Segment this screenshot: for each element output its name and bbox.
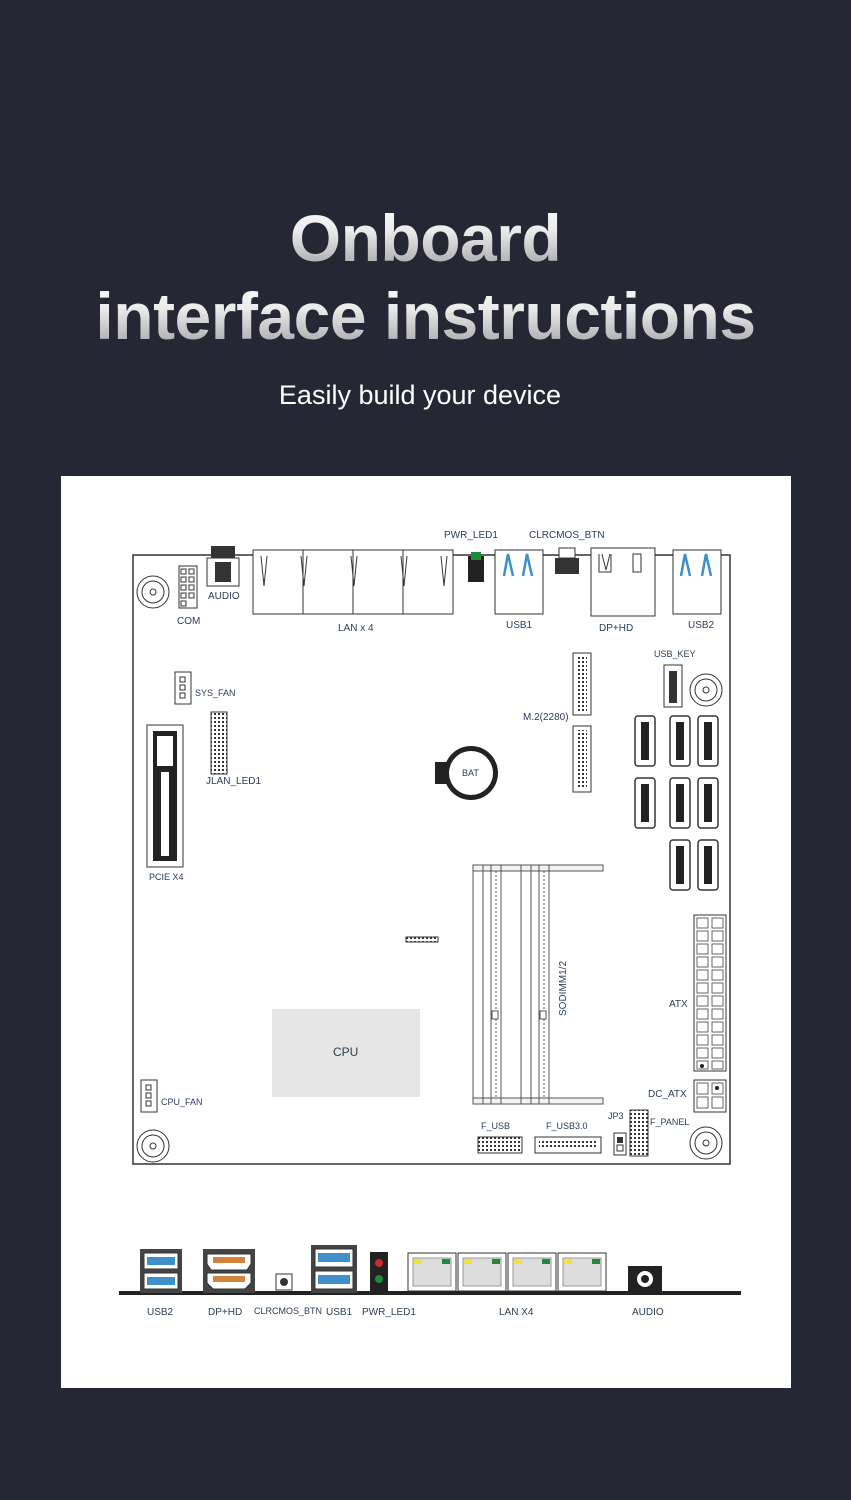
sodimm-slots (472, 864, 604, 1105)
small-connector (405, 936, 439, 943)
label-clrcmos-top: CLRCMOS_BTN (529, 530, 605, 541)
dc-atx-connector (693, 1079, 727, 1113)
pwr-led-top (468, 552, 484, 582)
cpu-fan-header (140, 1079, 158, 1113)
label-sys-fan: SYS_FAN (195, 688, 236, 698)
rear-clrcmos-button (275, 1273, 293, 1291)
label-f-panel: F_PANEL (650, 1117, 689, 1127)
label-lan: LAN x 4 (338, 623, 374, 634)
f-panel-header (629, 1109, 649, 1157)
mount-hole (136, 1129, 170, 1163)
board-outline (132, 554, 731, 1165)
dp-hd-top (590, 547, 656, 617)
label-m2: M.2(2280) (523, 712, 569, 723)
rear-label-usb1: USB1 (326, 1307, 353, 1318)
rear-label-usb2: USB2 (147, 1307, 174, 1318)
subtitle: Easily build your device (278, 380, 562, 410)
label-f-usb: F_USB (481, 1121, 510, 1131)
label-usb1-top: USB1 (506, 620, 533, 631)
mount-hole (689, 1126, 723, 1160)
sata-ports (634, 715, 719, 891)
rear-dp-hd (203, 1249, 255, 1293)
label-jlan-led: JLAN_LED1 (206, 776, 261, 787)
label-audio-top: AUDIO (208, 591, 240, 602)
atx-connector (693, 914, 727, 1072)
usb-key (663, 664, 683, 708)
f-usb3-header (534, 1136, 602, 1154)
rear-usb2 (140, 1249, 182, 1293)
rear-pwr-led (370, 1252, 388, 1292)
m2-slot (572, 652, 592, 793)
rear-label-lan: LAN X4 (499, 1307, 534, 1318)
pcie-slot (146, 724, 184, 868)
com-header (178, 565, 198, 609)
mount-hole (689, 673, 723, 707)
label-atx: ATX (669, 999, 688, 1010)
cmos-battery (435, 746, 498, 800)
label-pwr-led-top: PWR_LED1 (444, 530, 498, 541)
title-line-2: interface instructions (0, 278, 851, 354)
label-cpu: CPU (333, 1045, 358, 1059)
motherboard-diagram: COM AUDIO LAN x 4 PWR_LED1 USB1 CLRCMOS_… (119, 530, 741, 1318)
sys-fan-header (174, 671, 192, 705)
rear-label-clrcmos: CLRCMOS_BTN (254, 1306, 322, 1316)
audio-jack-top (206, 546, 240, 587)
rear-audio-jack (628, 1266, 662, 1293)
usb2-top (672, 549, 722, 615)
label-sodimm: SODIMM1/2 (558, 961, 569, 1016)
mount-hole (136, 575, 170, 609)
label-f-usb3: F_USB3.0 (546, 1121, 588, 1131)
label-dc-atx: DC_ATX (648, 1089, 687, 1100)
label-pcie: PCIE X4 (149, 872, 184, 882)
label-usb-key: USB_KEY (654, 649, 696, 659)
rear-lan-ports (407, 1252, 607, 1292)
label-dp-hd-top: DP+HD (599, 623, 633, 634)
label-usb2-top: USB2 (688, 620, 715, 631)
label-cpu-fan: CPU_FAN (161, 1097, 203, 1107)
f-usb-header (477, 1136, 523, 1154)
jlan-led-header (210, 711, 228, 775)
rear-label-audio: AUDIO (632, 1307, 664, 1318)
clrcmos-button-top (555, 547, 579, 574)
diagram-panel: COM AUDIO LAN x 4 PWR_LED1 USB1 CLRCMOS_… (61, 476, 791, 1388)
label-jp3: JP3 (608, 1111, 624, 1121)
label-com: COM (177, 616, 200, 627)
rear-label-pwr-led: PWR_LED1 (362, 1307, 416, 1318)
title-line-1: Onboard (0, 200, 851, 276)
rear-label-dp-hd: DP+HD (208, 1307, 242, 1318)
lan-block (252, 549, 454, 615)
label-bat: BAT (462, 768, 479, 778)
jp3-jumper (613, 1132, 627, 1156)
rear-usb1 (311, 1245, 357, 1293)
cpu-area (272, 1009, 420, 1097)
usb1-top (494, 549, 544, 615)
